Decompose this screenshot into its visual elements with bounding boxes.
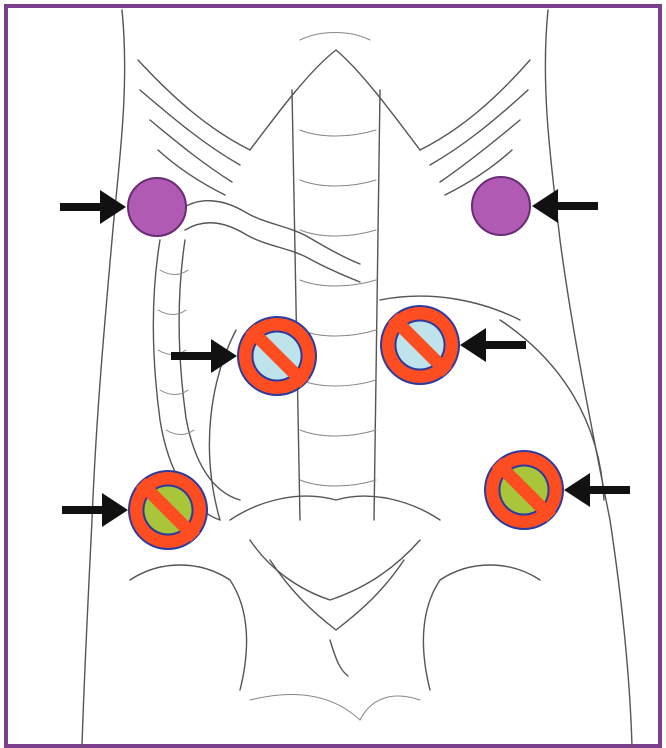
anatomy-sketch — [82, 10, 632, 746]
marker-right-mid-prohibited — [171, 316, 317, 396]
marker-right-lower-prohibited — [62, 470, 208, 550]
circle-marker-icon — [472, 177, 530, 235]
marker-left-upper-allowed — [472, 177, 598, 235]
marker-right-upper-allowed — [60, 178, 186, 236]
arrow-icon — [62, 493, 128, 527]
spine — [292, 90, 380, 520]
prohibition-sign-icon — [484, 450, 564, 530]
arrow-icon — [532, 189, 598, 223]
prohibition-sign-icon — [237, 316, 317, 396]
rib-cage — [138, 33, 530, 196]
circle-marker-icon — [128, 178, 186, 236]
torso-outline-right — [545, 10, 632, 746]
marker-left-mid-prohibited — [380, 305, 526, 385]
torso-outline-left — [82, 10, 125, 746]
markers-layer — [60, 177, 630, 550]
arrow-icon — [460, 328, 526, 362]
prohibition-sign-icon — [380, 305, 460, 385]
prohibition-sign-icon — [128, 470, 208, 550]
arrow-icon — [564, 473, 630, 507]
figure-frame — [6, 6, 660, 746]
marker-left-lower-prohibited — [484, 450, 630, 530]
